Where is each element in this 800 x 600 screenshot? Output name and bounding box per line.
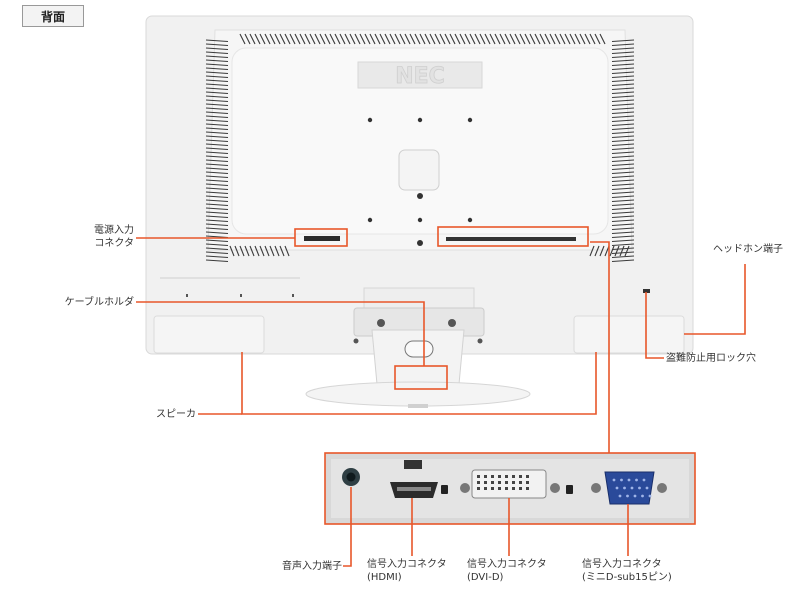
power-connector xyxy=(304,236,340,241)
label-cable-holder: ケーブルホルダ xyxy=(64,297,134,308)
rear-center-plate xyxy=(231,47,609,235)
center-cover xyxy=(398,149,440,191)
speaker-right xyxy=(573,315,685,354)
dsub-port xyxy=(591,471,667,505)
brand-logo: NEC xyxy=(395,64,445,89)
vent-slots xyxy=(205,33,635,263)
section-tab: 背面 xyxy=(22,5,84,27)
port-slot-b xyxy=(566,485,573,494)
port-slot-a xyxy=(441,485,448,494)
speaker-left xyxy=(153,315,265,354)
label-speaker: スピーカ xyxy=(156,409,196,420)
security-slot xyxy=(643,289,650,293)
label-dvi: 信号入力コネクタ(DVI-D) xyxy=(467,559,547,583)
stand-base xyxy=(305,381,531,407)
stand-screws xyxy=(353,319,483,344)
label-dsub: 信号入力コネクタ(ミニD-sub15ピン) xyxy=(582,559,672,583)
audio-in-jack xyxy=(342,468,360,486)
label-headphone: ヘッドホン端子 xyxy=(713,244,783,255)
hdmi-icon-mark xyxy=(404,460,422,469)
leader-lines xyxy=(136,237,746,567)
logo-plate xyxy=(357,61,483,89)
stand-base-foot xyxy=(408,404,428,408)
input-connector-strip xyxy=(446,237,576,241)
vesa-screw-holes xyxy=(367,117,473,246)
hdmi-port xyxy=(390,482,438,498)
bottom-marks xyxy=(186,294,294,297)
label-audio-in: 音声入力端子 xyxy=(282,561,342,572)
label-hdmi: 信号入力コネクタ(HDMI) xyxy=(367,559,447,583)
dvi-port xyxy=(460,469,560,499)
label-power-connector: 電源入力コネクタ xyxy=(94,225,134,249)
cable-holder-slot xyxy=(404,340,434,358)
label-security-slot: 盗難防止用ロック穴 xyxy=(666,353,756,364)
